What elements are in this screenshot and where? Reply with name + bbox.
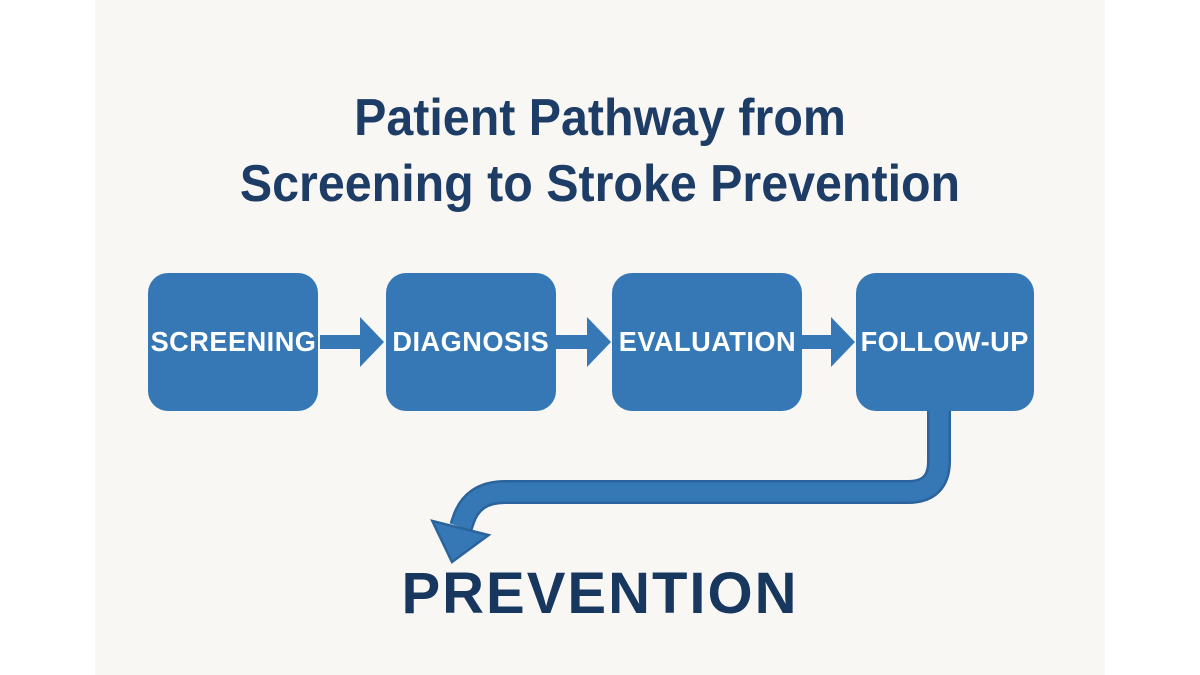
page-title: Patient Pathway from Screening to Stroke… [95,85,1105,217]
prevention-label: PREVENTION [401,561,799,626]
step-box-follow-up: FOLLOW-UP [856,273,1034,411]
arrow-right-icon [799,317,855,367]
title-line-1: Patient Pathway from [354,88,846,147]
step-box-screening: SCREENING [148,273,318,411]
step-label: FOLLOW-UP [860,326,1030,357]
arrow-right-icon [320,317,384,367]
title-line-2: Screening to Stroke Prevention [239,154,961,213]
step-box-evaluation: EVALUATION [612,273,802,411]
step-box-diagnosis: DIAGNOSIS [386,273,556,411]
arrow-right-icon [555,317,611,367]
step-label: SCREENING [150,326,316,357]
step-label: DIAGNOSIS [392,326,550,357]
step-label: EVALUATION [618,326,796,357]
